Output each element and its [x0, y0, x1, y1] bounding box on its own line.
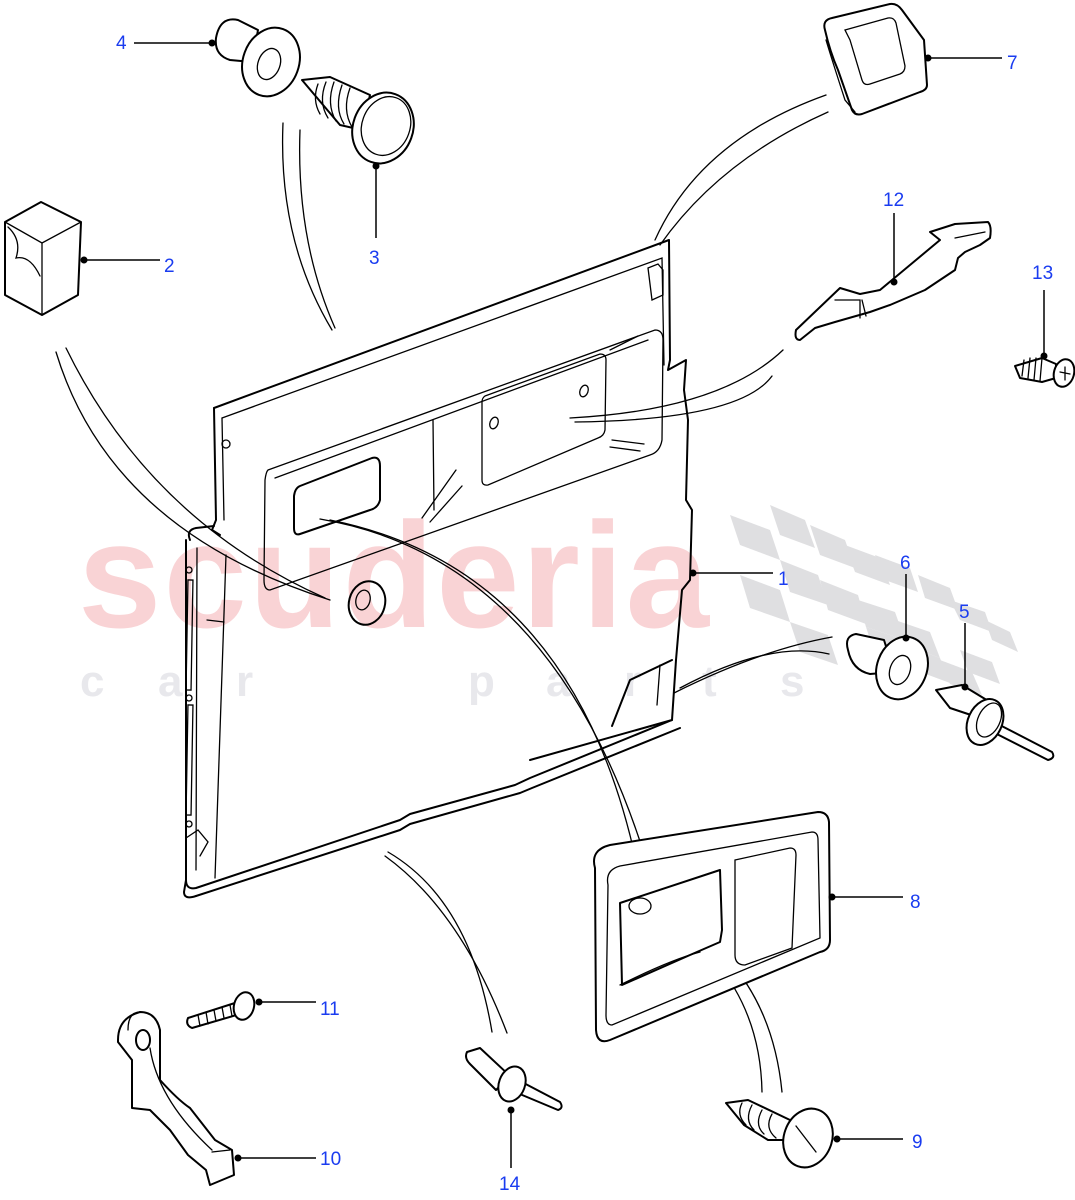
callout-6[interactable]: 6 [900, 553, 911, 574]
bolt-icon [186, 991, 256, 1029]
callout-5[interactable]: 5 [959, 602, 970, 623]
callout-14[interactable]: 14 [499, 1174, 521, 1195]
callout-12[interactable]: 12 [883, 190, 905, 211]
pull-handle-bracket-icon [117, 1011, 235, 1186]
door-trim-panel-icon [183, 239, 693, 899]
trim-fastener-icon [301, 76, 415, 165]
callout-10[interactable]: 10 [320, 1149, 342, 1170]
leader-lines [80, 39, 1048, 1168]
callout-1[interactable]: 1 [778, 569, 789, 590]
callout-3[interactable]: 3 [369, 248, 380, 269]
grommet-icon [214, 18, 301, 98]
callout-7[interactable]: 7 [1007, 53, 1018, 74]
callout-8[interactable]: 8 [910, 892, 921, 913]
callout-13[interactable]: 13 [1032, 263, 1054, 284]
adhesive-pad-icon [4, 201, 82, 316]
callout-11[interactable]: 11 [320, 999, 340, 1020]
screw-icon [725, 1099, 834, 1169]
callout-2[interactable]: 2 [164, 256, 175, 277]
push-rivet-icon [465, 1047, 563, 1111]
rivet-icon [935, 684, 1055, 761]
finisher-bezel-icon [823, 2, 928, 116]
grommet-icon [846, 633, 929, 701]
callout-9[interactable]: 9 [912, 1132, 923, 1153]
screw-icon [1014, 357, 1075, 388]
handle-bezel-icon [593, 811, 831, 1043]
callout-4[interactable]: 4 [116, 33, 127, 54]
